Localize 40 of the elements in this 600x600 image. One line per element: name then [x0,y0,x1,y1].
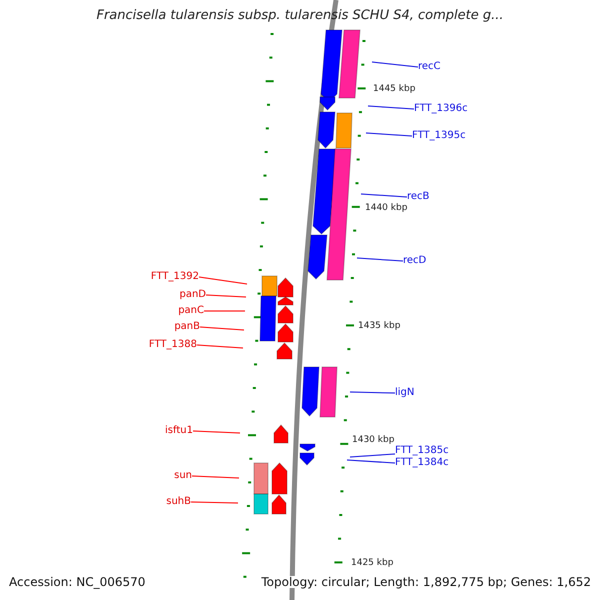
leader-line [356,258,404,262]
leader-line [360,194,408,198]
scale-label: 1425 kbp [351,557,394,569]
gene-label: FTT_1388 [148,339,197,351]
gene-label: recB [407,191,430,203]
leader-line [204,310,246,312]
gene-label: isftu1 [165,425,193,437]
gene-label: panB [174,321,200,333]
leader-line [372,62,418,68]
scale-label: 1440 kbp [365,202,408,214]
gene-label: FTT_1395c [412,130,466,142]
leader-line [196,344,244,348]
leader-line [368,106,414,110]
leader-line [346,460,396,464]
gene-label: ligN [395,387,414,399]
leader-line [350,392,396,394]
gene-label: recD [403,255,426,267]
leader-line [192,430,240,434]
gene-label: FTT_1392 [150,271,199,283]
leader-line [206,294,246,298]
gene-label: recC [418,61,441,73]
gene-label: panC [178,305,204,317]
leader-line [200,326,244,330]
accession-text: Accession: NC_006570 [9,576,146,588]
scale-label: 1430 kbp [352,434,394,446]
leader-line [350,454,396,458]
gene-label: sun [174,470,192,482]
title: Francisella tularensis subsp. tularensis SCHU S4, complete g... [95,10,505,22]
genome-info-text: Topology: circular; Length: 1,892,775 bp; Genes: 1,652 [259,576,591,588]
leader-line [198,276,248,284]
leader-line [366,132,412,136]
gene-label: FTT_1385c [395,445,449,457]
leader-line [192,476,240,478]
gene-label: FTT_1396c [414,103,468,115]
scale-label: 1445 kbp [373,83,416,95]
gene-label: FTT_1384c [395,457,449,469]
scale-label: 1435 kbp [358,320,400,332]
leader-line [190,502,238,504]
gene-label: panD [179,289,206,301]
gene-label: suhB [166,496,191,508]
